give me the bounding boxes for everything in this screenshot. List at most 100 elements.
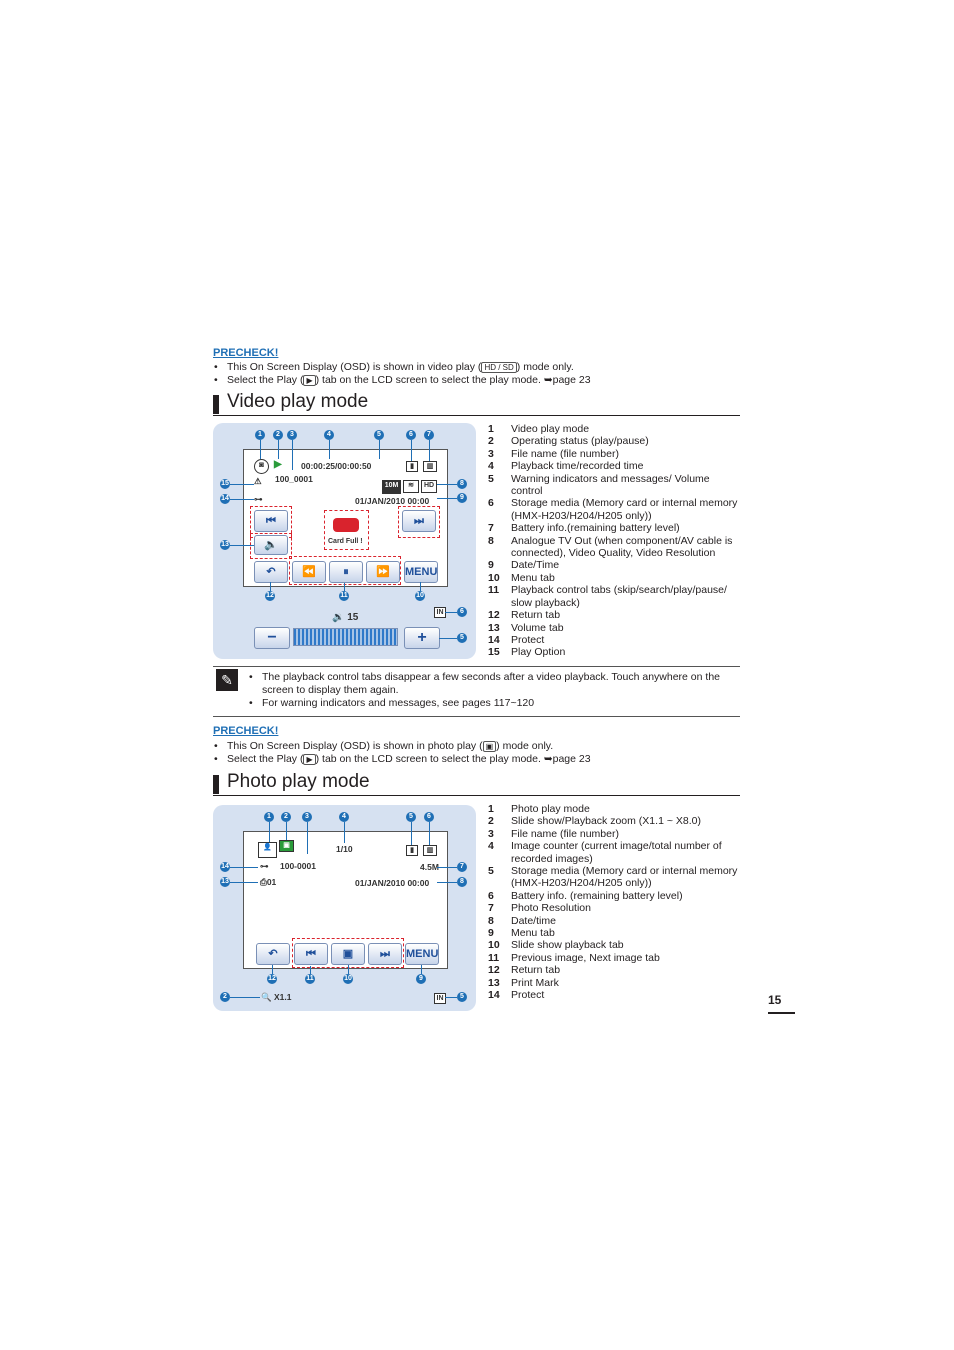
slideshow-button[interactable]: ▣ xyxy=(331,943,365,965)
callout-line xyxy=(260,440,261,459)
callout-2b: 2 xyxy=(220,992,230,1002)
photo-section-title: Photo play mode xyxy=(213,771,740,796)
photo-battery-icon: ▥ xyxy=(423,845,437,856)
callout-line xyxy=(230,997,260,998)
skip-forward-highlight xyxy=(398,506,440,538)
callout-4: 4 xyxy=(339,812,349,822)
callout-line xyxy=(437,867,457,868)
pause-button[interactable]: ⏸ xyxy=(329,561,363,583)
callout-line xyxy=(230,484,254,485)
video-play-mode-icon: ◙ xyxy=(254,459,269,474)
callout-line xyxy=(420,582,421,591)
photo-mode-icon: ▣ xyxy=(482,740,497,752)
volume-bar xyxy=(293,628,398,646)
photo-menu-button[interactable]: MENU xyxy=(405,943,439,965)
image-counter: 1/10 xyxy=(336,844,353,854)
quality-icon: ≋ xyxy=(403,480,419,493)
callout-line xyxy=(270,582,271,591)
video-menu-button[interactable]: MENU xyxy=(404,561,438,583)
title-bar xyxy=(213,775,219,794)
callout-3: 3 xyxy=(302,812,312,822)
volume-up-button[interactable]: + xyxy=(404,627,440,649)
playback-controls-highlight xyxy=(289,556,401,585)
speaker-icon: 🔉 xyxy=(332,612,345,623)
callout-6: 6 xyxy=(424,812,434,822)
callout-10: 10 xyxy=(343,974,353,984)
video-mode-icons: HD / SD xyxy=(481,361,517,373)
print-mark: ⎙01 xyxy=(260,877,277,887)
print-icon: ⎙ xyxy=(260,877,267,887)
previous-image-button[interactable]: ⏮ xyxy=(294,943,328,965)
callout-line xyxy=(348,965,349,974)
rewind-button[interactable]: ⏪ xyxy=(292,561,326,583)
slideshow-icon: ▣ xyxy=(279,840,294,852)
callout-line xyxy=(344,583,345,591)
callout-line xyxy=(437,882,457,883)
callout-line xyxy=(310,966,311,974)
callout-15: 15 xyxy=(220,479,230,489)
page-number: 15 xyxy=(768,993,782,1007)
callout-line xyxy=(272,965,273,974)
video-return-button[interactable]: ↶ xyxy=(254,561,288,583)
volume-down-button[interactable]: − xyxy=(254,627,290,649)
callout-9: 9 xyxy=(416,974,426,984)
callout-14: 14 xyxy=(220,494,230,504)
callout-line xyxy=(429,822,430,845)
callout-13: 13 xyxy=(220,877,230,887)
skip-back-button[interactable]: ⏮ xyxy=(254,510,288,532)
callout-11: 11 xyxy=(305,974,315,984)
callout-6: 6 xyxy=(406,430,416,440)
callout-line xyxy=(230,545,254,546)
callout-line xyxy=(286,822,287,840)
photo-date-time: 01/JAN/2010 00:00 xyxy=(355,878,430,888)
callout-line xyxy=(437,484,457,485)
photo-precheck-item-2: Select the Play (▶) tab on the LCD scree… xyxy=(213,753,591,766)
skip-forward-button[interactable]: ⏭ xyxy=(402,510,436,532)
note-item-1: The playback control tabs disappear a fe… xyxy=(248,671,738,697)
volume-tab-button[interactable]: 🔈 xyxy=(254,535,288,555)
precheck-label-photo: PRECHECK! xyxy=(213,725,279,737)
resolution-hd-icon: HD xyxy=(421,480,437,493)
callout-2: 2 xyxy=(273,430,283,440)
callout-13: 13 xyxy=(220,540,230,550)
callout-line xyxy=(230,867,258,868)
callout-line xyxy=(307,822,308,854)
callout-14: 14 xyxy=(220,862,230,872)
callout-2: 2 xyxy=(281,812,291,822)
photo-storage-icon: ▮ xyxy=(406,845,418,856)
callout-5b: 5 xyxy=(457,633,467,643)
protect-icon: ⊶ xyxy=(254,494,263,504)
next-image-button[interactable]: ⏭ xyxy=(368,943,402,965)
page-number-rule xyxy=(768,1012,795,1014)
warning-message: Card Full ! xyxy=(328,538,363,545)
video-date-time: 01/JAN/2010 00:00 xyxy=(355,496,430,506)
callout-line xyxy=(429,440,430,461)
callout-line xyxy=(411,440,412,461)
callout-line xyxy=(269,822,270,842)
callout-line xyxy=(329,440,330,459)
video-section-title: Video play mode xyxy=(213,391,740,416)
photo-return-button[interactable]: ↶ xyxy=(256,943,290,965)
photo-file-name: 100-0001 xyxy=(280,861,316,871)
fast-forward-button[interactable]: ⏩ xyxy=(366,561,400,583)
callout-12: 12 xyxy=(267,974,277,984)
